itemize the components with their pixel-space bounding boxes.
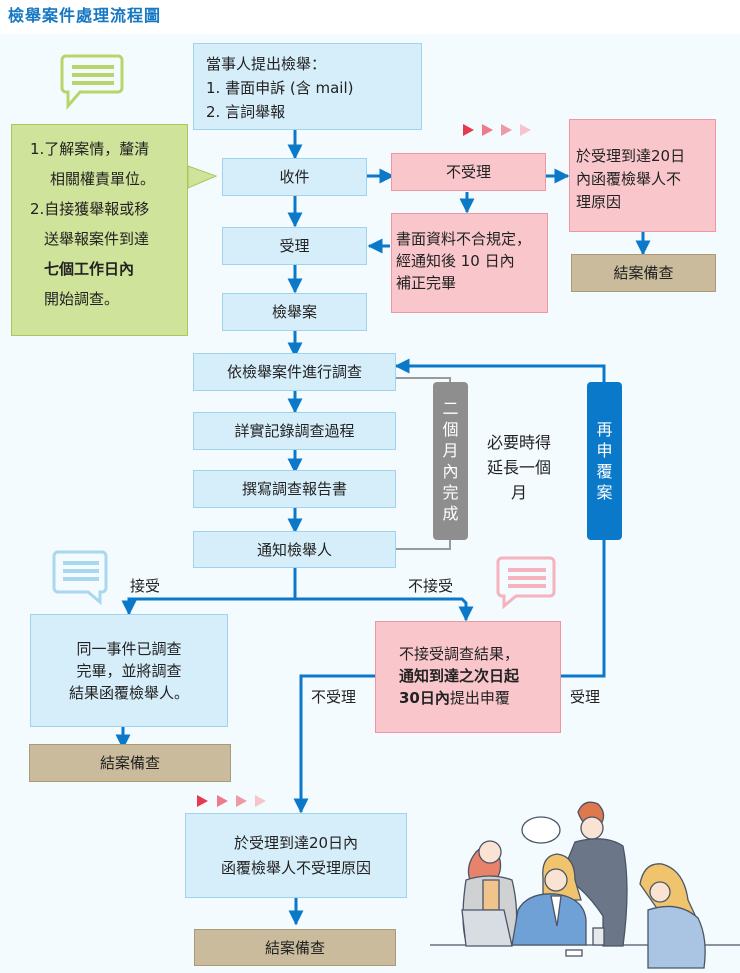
bracket-bottom <box>396 540 451 550</box>
appeal-box: 不接受調查結果， 通知到達之次日起 30日內提出申覆 <box>375 621 561 733</box>
note-pointer <box>187 165 218 189</box>
side-note-line-5: 七個工作日內 <box>44 260 135 278</box>
team-meeting-illustration <box>430 801 740 969</box>
triangle-arrows-icon-bottom <box>197 795 266 807</box>
two-months-char-3: 月 <box>442 441 459 460</box>
submit-line-3: 2. 言詞舉報 <box>206 103 286 121</box>
reappeal-char-4: 案 <box>596 483 613 502</box>
page-title: 檢舉案件處理流程圖 <box>8 6 162 25</box>
case-box: 檢舉案 <box>222 293 367 331</box>
record-box: 詳實記錄調查過程 <box>193 412 396 450</box>
submit-line-2: 1. 書面申訴 (含 mail) <box>206 79 354 97</box>
appeal-line-3-bold: 30日內 <box>399 689 450 707</box>
receive-box: 收件 <box>222 158 367 196</box>
speech-bubble-icon-blue <box>52 550 108 606</box>
appeal-line-2: 通知到達之次日起 <box>399 667 520 685</box>
appeal-line-3-rest: 提出申覆 <box>449 689 510 707</box>
speech-bubble-icon-pink <box>496 556 556 610</box>
reject-reply-box: 於受理到達20日 內函覆檢舉人不 理原因 <box>569 119 716 232</box>
appeal-line-3: 30日內提出申覆 <box>399 687 560 709</box>
speech-bubble-icon-green <box>60 54 124 111</box>
close-box-top: 結案備查 <box>571 254 716 292</box>
side-note-line-3: 2.自接獲舉報或移 <box>30 200 150 218</box>
side-note: 1.了解案情，釐清 相關權責單位。 2.自接獲舉報或移 送舉報案件到達 七個工作… <box>11 124 188 336</box>
side-note-line-6: 開始調查。 <box>44 290 120 308</box>
side-note-line-4: 送舉報案件到達 <box>44 230 150 248</box>
notify-box: 通知檢舉人 <box>193 531 396 568</box>
same-case-box: 同一事件已調查 完畢，並將調查 結果函覆檢舉人。 <box>30 614 228 727</box>
submit-line-1: 當事人提出檢舉： <box>206 55 327 73</box>
supplement-box: 書面資料不合規定， 經通知後 10 日內 補正完畢 <box>391 213 548 313</box>
reject-reply-bottom-box: 於受理到達20日內 函覆檢舉人不受理原因 <box>185 813 407 898</box>
submit-box: 當事人提出檢舉： 1. 書面申訴 (含 mail) 2. 言詞舉報 <box>193 43 422 130</box>
accepted-label: 受理 <box>570 688 601 706</box>
not-accept-result-label: 不接受 <box>408 577 454 595</box>
close-box-left: 結案備查 <box>29 744 231 782</box>
close-box-bottom: 結案備查 <box>194 929 396 966</box>
two-months-char-2: 個 <box>442 420 459 439</box>
two-months-char-6: 成 <box>442 504 459 523</box>
extend-note: 必要時得 延長一個 月 <box>487 433 552 502</box>
triangle-arrows-icon-top <box>463 124 531 136</box>
two-months-char-5: 完 <box>442 483 459 502</box>
two-months-char-4: 內 <box>442 462 459 481</box>
not-accepted-label: 不受理 <box>311 688 357 706</box>
reject-box: 不受理 <box>391 153 546 191</box>
reappeal-char-2: 申 <box>596 441 613 460</box>
reappeal-char-1: 再 <box>596 420 613 439</box>
side-note-line-2: 相關權責單位。 <box>50 170 156 188</box>
accept-result-label: 接受 <box>130 577 161 595</box>
arrow-notify-notaccept <box>295 597 474 622</box>
report-box: 撰寫調查報告書 <box>193 470 396 508</box>
investigate-box: 依檢舉案件進行調查 <box>193 353 396 391</box>
two-months-char-1: 二 <box>442 399 459 418</box>
reappeal-label: 再 申 覆 案 <box>587 382 622 540</box>
arrow-appeal-notaccepted <box>293 674 375 814</box>
arrow-notify-accept <box>121 567 297 616</box>
appeal-line-1: 不接受調查結果， <box>399 645 520 663</box>
reappeal-char-3: 覆 <box>596 462 613 481</box>
accept-box: 受理 <box>222 227 367 265</box>
two-months-label: 二 個 月 內 完 成 <box>433 382 468 540</box>
side-note-line-1: 1.了解案情，釐清 <box>30 140 150 158</box>
